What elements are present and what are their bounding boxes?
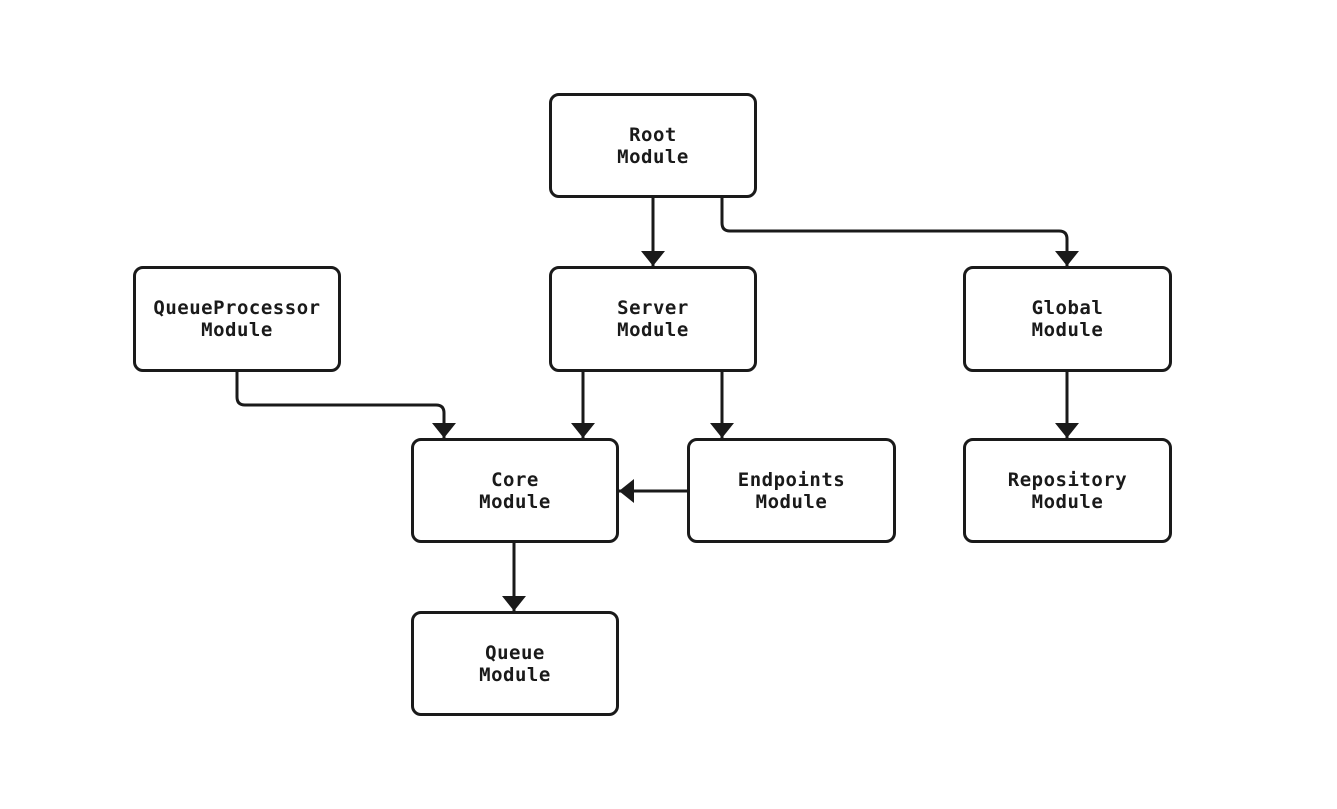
node-label-queue-module: Queue Module [479,641,551,686]
node-queueprocessor-module: QueueProcessor Module [133,266,341,372]
edge-queueprocessor-to-core [235,372,456,438]
node-global-module: Global Module [963,266,1172,372]
node-label-core-module: Core Module [479,468,551,513]
node-label-queueprocessor-module: QueueProcessor Module [153,297,321,341]
node-label-root-module: Root Module [617,123,689,168]
node-label-endpoints-module: Endpoints Module [737,468,846,513]
edge-group [235,198,1079,611]
node-server-module: Server Module [549,266,757,372]
node-queue-module: Queue Module [411,611,619,716]
node-core-module: Core Module [411,438,619,543]
node-label-global-module: Global Module [1031,297,1104,341]
node-endpoints-module: Endpoints Module [687,438,896,543]
node-root-module: Root Module [549,93,757,198]
node-label-repository-module: Repository Module [1007,468,1128,513]
edge-root-to-global [720,198,1079,266]
node-label-server-module: Server Module [617,297,689,341]
node-repository-module: Repository Module [963,438,1172,543]
